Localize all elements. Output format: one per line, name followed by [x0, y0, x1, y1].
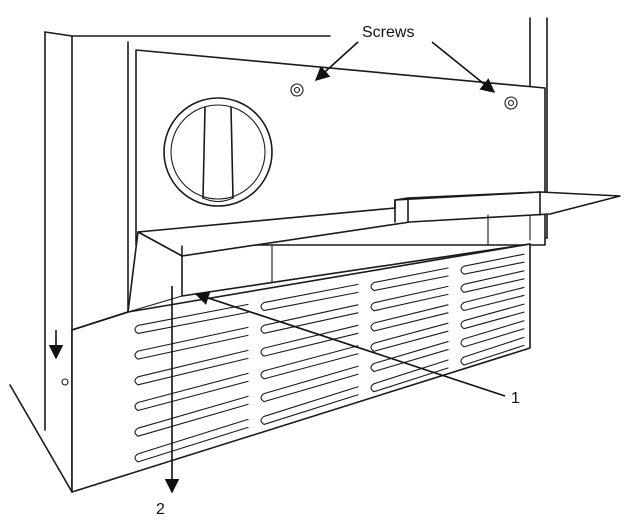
louver-slat — [260, 365, 359, 403]
screw-right-icon — [504, 96, 518, 110]
screws-arrow-left — [314, 41, 359, 81]
louver-slat — [134, 303, 249, 334]
louver-slat — [134, 326, 249, 360]
louver-slat — [134, 418, 249, 463]
louver-slat — [370, 359, 449, 393]
shelf-tray — [137, 191, 621, 291]
louver-slat — [260, 345, 359, 380]
louver-slat — [370, 285, 449, 312]
louvered-front-panel — [61, 231, 531, 493]
louver-slat — [460, 320, 525, 348]
louver-slat — [134, 349, 249, 386]
callout-1-label: 1 — [511, 390, 520, 407]
louver-slat — [134, 372, 249, 412]
louver-slat — [460, 286, 525, 312]
screws-arrow-right — [431, 41, 496, 93]
callout-1-arrow — [194, 291, 506, 397]
louver-slat — [460, 253, 525, 275]
louver-vents — [134, 253, 525, 463]
louver-slat — [260, 324, 359, 357]
louver-slat — [460, 303, 525, 330]
louver-slat — [134, 395, 249, 437]
louver-slat — [460, 270, 525, 293]
louver-slat — [370, 304, 449, 332]
louver-slat — [260, 283, 359, 312]
louver-slat — [260, 386, 359, 425]
louver-slat — [370, 341, 449, 373]
callout-2-label: 2 — [156, 501, 165, 518]
louver-slat — [260, 304, 359, 334]
louver-slat — [460, 336, 525, 366]
louver-slat — [370, 322, 449, 352]
screws-label: Screws — [362, 24, 414, 41]
rotary-knob-icon — [163, 97, 273, 207]
louver-slat — [370, 267, 449, 292]
screw-left-icon — [290, 83, 304, 97]
